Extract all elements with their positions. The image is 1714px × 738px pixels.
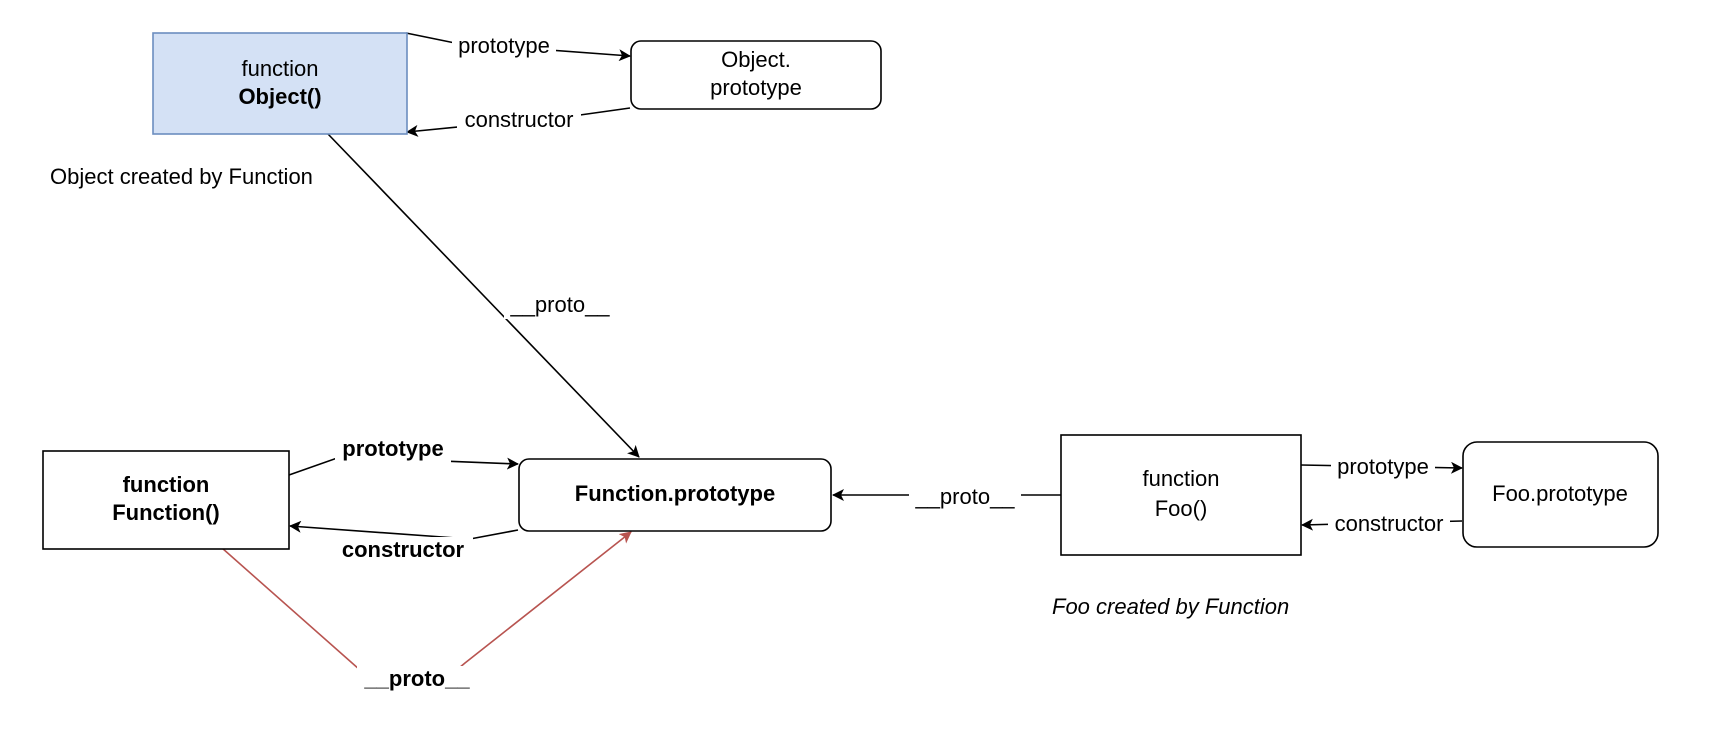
svg-text:prototype: prototype [710, 75, 802, 100]
label-object-prototype: prototype [452, 33, 556, 59]
edge-object-proto-link [327, 133, 640, 458]
svg-text:prototype: prototype [458, 33, 550, 58]
label-function-prototype: prototype [335, 436, 451, 464]
node-function-prototype: Function.prototype [518, 458, 832, 532]
label-foo-prototype: prototype [1331, 454, 1435, 480]
svg-text:constructor: constructor [342, 537, 465, 562]
label-object-constructor: constructor [457, 107, 581, 133]
svg-text:__proto__: __proto__ [914, 484, 1015, 509]
svg-text:prototype: prototype [342, 436, 443, 461]
label-foo-proto-link: __proto__ [909, 484, 1021, 512]
svg-text:__proto__: __proto__ [509, 292, 610, 317]
label-object-proto-link: __proto__ [504, 292, 616, 319]
node-object-prototype: Object. prototype [630, 40, 882, 110]
node-object-function: function Object() [152, 32, 408, 135]
node-function-function: function Function() [42, 450, 290, 550]
label-foo-constructor: constructor [1328, 511, 1450, 537]
annotation-object-created: Object created by Function [50, 164, 313, 189]
svg-text:function: function [241, 56, 318, 81]
svg-text:function: function [123, 472, 210, 497]
svg-text:Foo(): Foo() [1155, 496, 1208, 521]
svg-text:Function(): Function() [112, 500, 220, 525]
svg-text:function: function [1142, 466, 1219, 491]
svg-text:Foo.prototype: Foo.prototype [1492, 481, 1628, 506]
annotation-foo-created: Foo created by Function [1052, 594, 1289, 619]
svg-text:constructor: constructor [465, 107, 574, 132]
svg-text:Function.prototype: Function.prototype [575, 481, 775, 506]
svg-text:__proto__: __proto__ [363, 666, 470, 691]
label-function-proto-link: __proto__ [357, 666, 477, 694]
svg-text:Object(): Object() [238, 84, 321, 109]
svg-text:constructor: constructor [1335, 511, 1444, 536]
svg-text:prototype: prototype [1337, 454, 1429, 479]
node-foo-function: function Foo() [1060, 434, 1302, 556]
svg-text:Object.: Object. [721, 47, 791, 72]
label-function-constructor: constructor [333, 537, 473, 565]
node-foo-prototype: Foo.prototype [1462, 441, 1659, 548]
